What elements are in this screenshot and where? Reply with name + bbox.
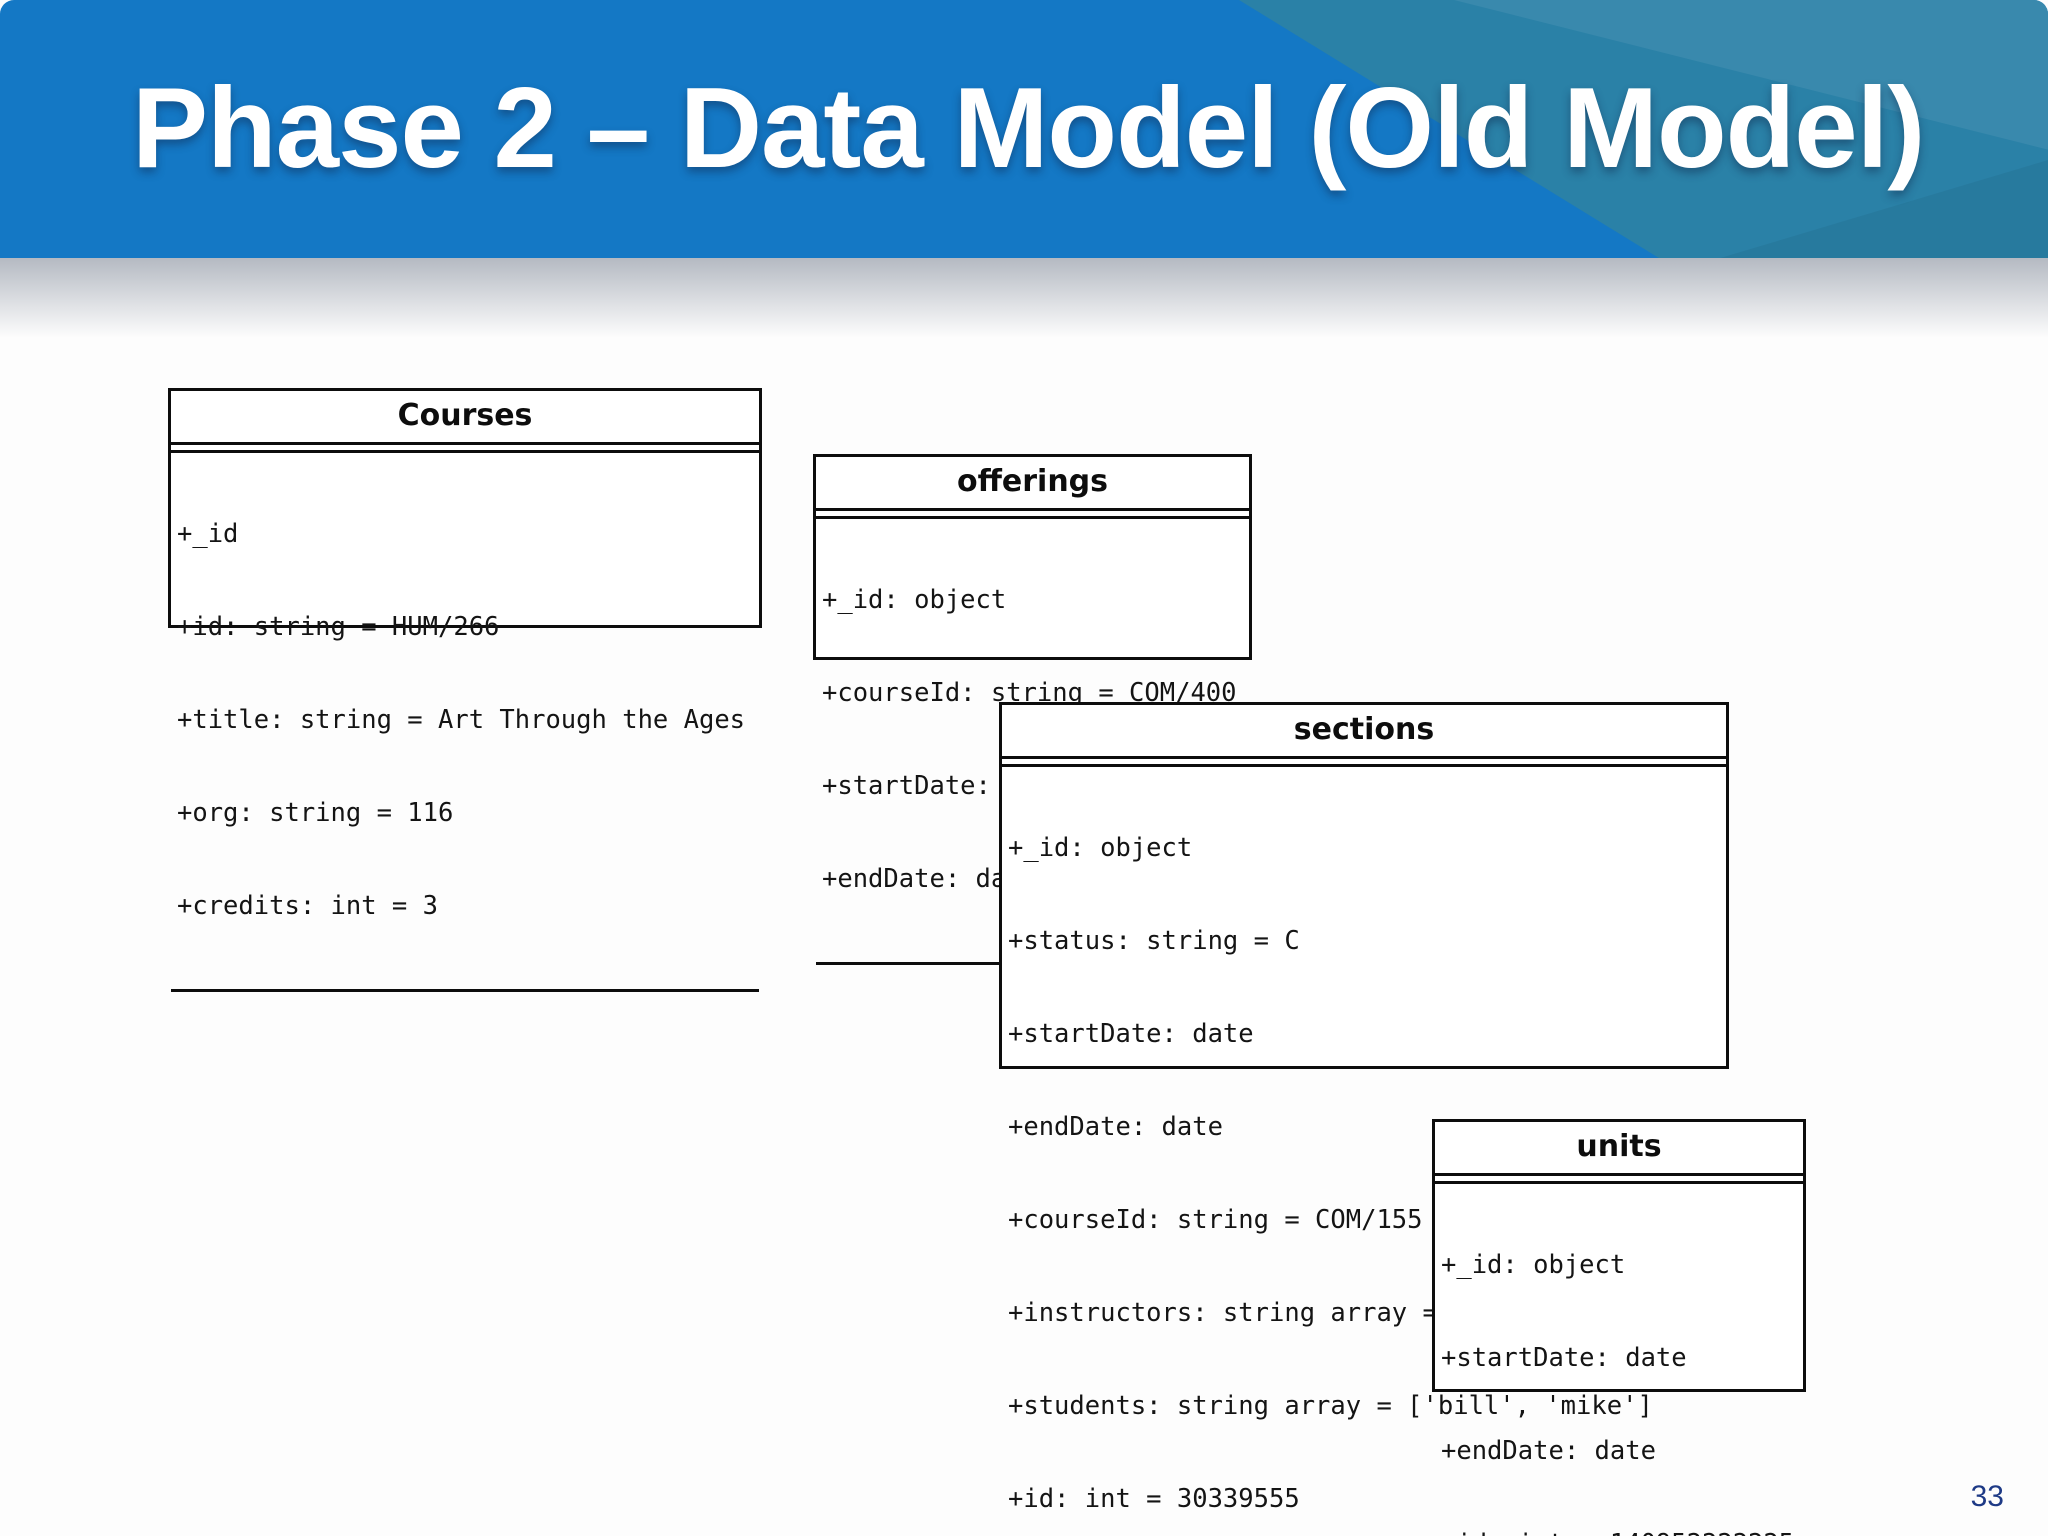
uml-attribute: +startDate: date: [1008, 1019, 1254, 1049]
title-banner: Phase 2 – Data Model (Old Model): [0, 0, 2048, 258]
uml-attribute: +status: string = C: [1008, 926, 1300, 956]
uml-attribute: +_id: [177, 519, 239, 549]
uml-class-name: Courses: [171, 391, 759, 445]
uml-class-name: sections: [1002, 705, 1726, 759]
uml-attribute: +credits: int = 3: [177, 891, 438, 921]
uml-attribute: +students: string array = ['bill', 'mike…: [1008, 1391, 1653, 1421]
uml-attribute: +id: int = 30339555: [1008, 1484, 1300, 1514]
banner-shadow: [0, 258, 2048, 338]
page-number: 33: [1970, 1480, 2004, 1513]
uml-attributes: +_id: object +startDate: date +endDate: …: [1435, 1181, 1803, 1536]
uml-attribute: +courseId: string = COM/155: [1008, 1205, 1423, 1235]
uml-class-offerings: offerings +_id: object +courseId: string…: [813, 454, 1252, 965]
uml-attribute: +title: string = Art Through the Ages: [177, 705, 746, 735]
uml-attribute: +id: int = 140952222225: [1441, 1529, 1799, 1536]
uml-attributes: +_id +id: string = HUM/266 +title: strin…: [171, 450, 759, 992]
uml-class-name: units: [1435, 1122, 1803, 1176]
uml-attribute: +id: string = HUM/266: [177, 612, 500, 642]
uml-attribute: +endDate: date: [1008, 1112, 1223, 1142]
uml-class-courses: Courses +_id +id: string = HUM/266 +titl…: [168, 388, 762, 992]
uml-attribute: +endDate: date: [1441, 1436, 1656, 1466]
uml-class-units: units +_id: object +startDate: date +end…: [1432, 1119, 1806, 1536]
uml-class-name: offerings: [816, 457, 1249, 511]
uml-class-sections: sections +_id: object +status: string = …: [999, 702, 1729, 1536]
uml-attribute: +org: string = 116: [177, 798, 454, 828]
uml-attribute: +_id: object: [1008, 833, 1193, 863]
slide-title: Phase 2 – Data Model (Old Model): [132, 65, 1925, 192]
uml-attribute: +_id: object: [1441, 1250, 1626, 1280]
uml-attribute: +_id: object: [822, 585, 1007, 615]
uml-attribute: +startDate: date: [1441, 1343, 1687, 1373]
